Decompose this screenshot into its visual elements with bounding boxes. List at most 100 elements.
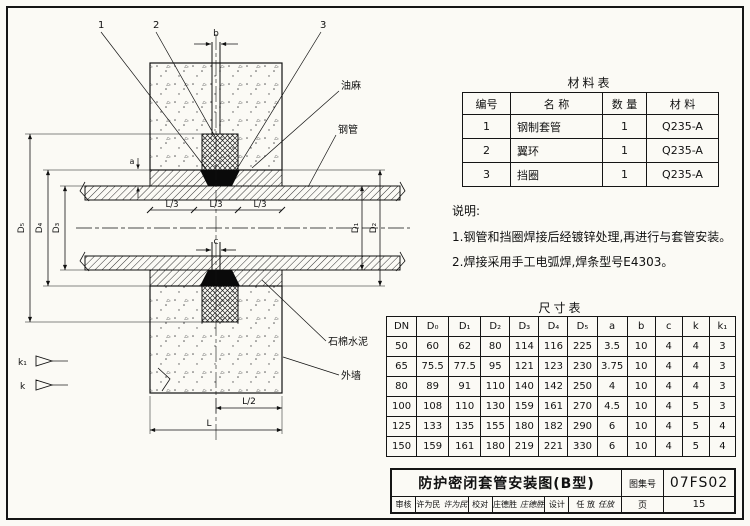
size-cell: 110 [448, 396, 482, 417]
callout-2-leader [155, 31, 218, 141]
size-cell: 330 [567, 436, 598, 457]
steel-pipe-leader [307, 134, 337, 188]
size-cell: 123 [538, 356, 569, 377]
pipe-break-left-bottom [79, 251, 90, 272]
pipe-break-right-bottom [395, 251, 406, 272]
oakum-leader [251, 90, 340, 169]
callout-2: 2 [153, 20, 159, 31]
size-cell: 10 [626, 436, 656, 457]
dim-d2-label: D₂ [369, 222, 379, 233]
size-cell: 270 [567, 396, 598, 417]
size-cell: 10 [626, 396, 656, 417]
dim-k1-label: k₁ [18, 358, 27, 368]
size-cell: 3 [708, 356, 737, 377]
weld-symbol-k1 [35, 355, 54, 367]
dim-c-label: c [214, 237, 219, 247]
size-cell: 155 [480, 416, 511, 437]
size-col-c: c [654, 316, 683, 337]
size-col-a: a [596, 316, 628, 337]
title-block: 防护密闭套管安装图(B型) 图集号 07FS02 审核 许为民 许为民 校对 庄… [390, 468, 736, 514]
left-diameter-dims [25, 133, 202, 323]
note-line-1: 1.钢管和挡圈焊接后经镀锌处理,再进行与套管安装。 [452, 229, 732, 244]
size-cell: 4 [654, 436, 683, 457]
size-cell: 4.5 [596, 396, 628, 417]
size-cell: 4 [654, 416, 683, 437]
atlas-number: 07FS02 [664, 470, 734, 497]
size-cell: 65 [385, 356, 418, 377]
reviewer-printed-name: 许为民 [416, 500, 441, 509]
pipe-wall-top [84, 185, 401, 201]
weld-symbol-k [35, 379, 54, 391]
materials-cell-name: 挡圈 [510, 162, 603, 187]
size-cell: 4 [654, 376, 683, 397]
section-drawing: b c 1 2 3 油麻 钢管 石棉水泥 外墙 L/3 L/3 L/3 [17, 20, 410, 442]
size-cell: 4 [681, 336, 710, 357]
right-diameter-dims [282, 169, 400, 287]
reviewer-label: 审核 [392, 497, 416, 512]
size-cell: 100 [385, 396, 418, 417]
size-cell: 3.75 [596, 356, 628, 377]
size-cell: 114 [509, 336, 540, 357]
notes-title: 说明: [452, 204, 481, 218]
oakum-label: 油麻 [341, 79, 361, 92]
size-cell: 10 [626, 376, 656, 397]
size-col-k: k [681, 316, 710, 337]
dim-d5-label: D₅ [17, 222, 27, 233]
materials-cell-id: 3 [462, 162, 511, 187]
size-cell: 230 [567, 356, 598, 377]
size-cell: 130 [480, 396, 511, 417]
note-line-2: 2.焊接采用手工电弧焊,焊条型号E4303。 [452, 255, 674, 270]
size-col-d0: D₀ [416, 316, 450, 337]
size-col-d3: D₃ [509, 316, 540, 337]
size-cell: 50 [385, 336, 418, 357]
retainer-ring-lower [200, 270, 240, 286]
callout-3-leader [234, 31, 322, 173]
materials-col-qty: 数 量 [602, 92, 647, 115]
size-row: 125 133 135 155 180 182 290 6 10 4 5 4 [385, 416, 737, 437]
checker-name-cell: 庄德胜 庄德胜 [493, 497, 546, 512]
size-row: 150 159 161 180 219 221 330 6 10 4 5 4 [385, 436, 737, 457]
size-cell: 219 [509, 436, 540, 457]
checker-label: 校对 [469, 497, 493, 512]
size-cell: 91 [448, 376, 482, 397]
size-cell: 110 [480, 376, 511, 397]
size-cell: 5 [681, 416, 710, 437]
size-cell: 159 [416, 436, 450, 457]
size-cell: 5 [681, 396, 710, 417]
size-cell: 5 [681, 436, 710, 457]
size-cell: 80 [480, 336, 511, 357]
asbestos-cement-leader [261, 279, 327, 342]
size-cell: 161 [448, 436, 482, 457]
size-col-dn: DN [385, 316, 418, 337]
checker-printed-name: 庄德胜 [493, 500, 517, 509]
size-col-d4: D₄ [538, 316, 569, 337]
dim-a-label: a [130, 157, 135, 166]
size-cell: 4 [681, 376, 710, 397]
size-cell: 133 [416, 416, 450, 437]
reviewer-signature: 许为民 [443, 500, 468, 509]
size-cell: 60 [416, 336, 450, 357]
dim-d1-label: D₁ [351, 222, 361, 233]
size-cell: 4 [681, 356, 710, 377]
materials-row: 1 钢制套管 1 Q235-A [462, 114, 719, 139]
pipe-break-right-top [395, 181, 406, 202]
size-cell: 75.5 [416, 356, 450, 377]
size-cell: 6 [596, 436, 628, 457]
size-col-d1: D₁ [448, 316, 482, 337]
checker-signature: 庄德胜 [520, 500, 544, 509]
materials-cell-name: 翼环 [510, 138, 603, 163]
outer-wall-leader [282, 356, 340, 376]
size-col-d2: D₂ [480, 316, 511, 337]
reviewer-name-cell: 许为民 许为民 [416, 497, 469, 512]
wall-break-line [157, 367, 171, 392]
size-col-b: b [626, 316, 656, 337]
dim-l3-label-2: L/3 [209, 200, 222, 210]
size-cell: 4 [708, 416, 737, 437]
callout-3: 3 [320, 20, 326, 31]
drawing-title: 防护密闭套管安装图(B型) [392, 470, 622, 497]
size-cell: 80 [385, 376, 418, 397]
materials-col-name: 名 称 [510, 92, 603, 115]
size-col-d5: D₅ [567, 316, 598, 337]
size-cell: 116 [538, 336, 569, 357]
size-cell: 62 [448, 336, 482, 357]
